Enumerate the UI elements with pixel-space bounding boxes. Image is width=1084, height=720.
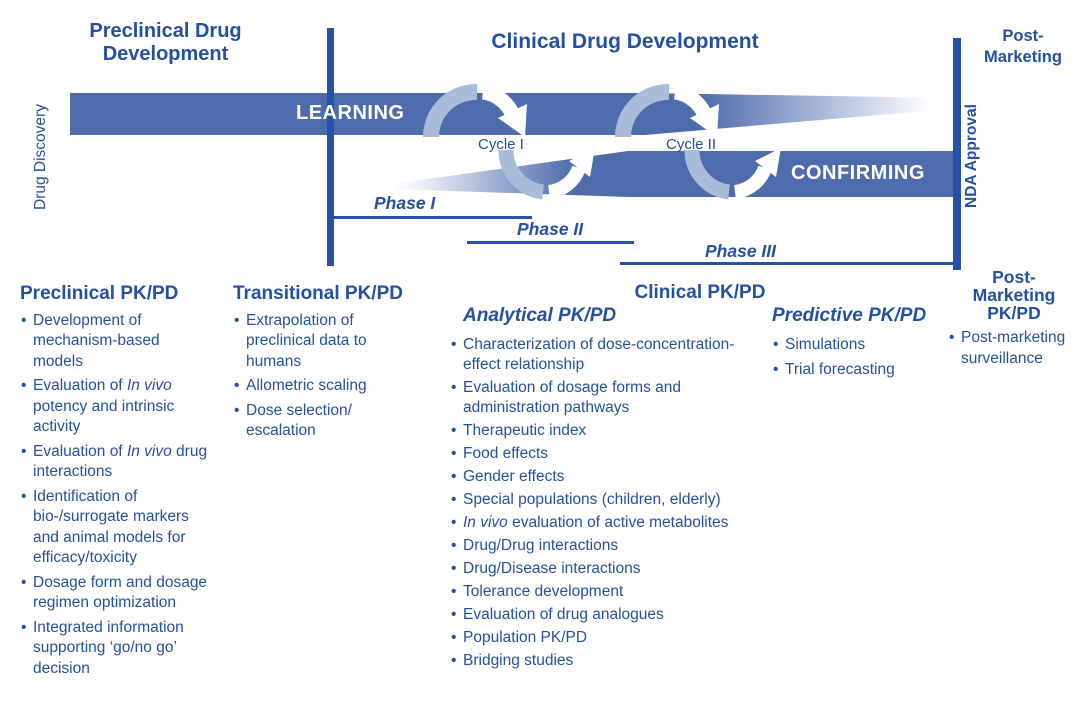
list-item: Gender effects xyxy=(450,467,750,487)
list-item: Drug/Disease interactions xyxy=(450,559,750,579)
list-item: In vivo evaluation of active metabolites xyxy=(450,513,750,533)
list-item: Integrated information supporting ‘go/no… xyxy=(20,618,212,680)
list-item: Bridging studies xyxy=(450,651,750,671)
item-text: Integrated information supporting ‘go/no… xyxy=(33,618,184,677)
item-text: Dose selection/ escalation xyxy=(246,401,352,440)
post-marketing-pkpd-title-line1: Post- xyxy=(992,267,1036,287)
list-item: Evaluation of In vivo potency and intrin… xyxy=(20,376,212,438)
post-marketing-pkpd-title-line3: PK/PD xyxy=(987,303,1041,323)
list-item: Dose selection/ escalation xyxy=(233,401,423,442)
item-text: Evaluation of drug analogues xyxy=(463,605,664,623)
learning-band-label: LEARNING xyxy=(296,102,405,124)
item-text: Bridging studies xyxy=(463,651,574,669)
item-text: Evaluation of xyxy=(33,377,127,395)
timeline-graphic xyxy=(70,28,961,270)
item-text: drug interactions xyxy=(33,442,208,481)
item-text: evaluation of active metabolites xyxy=(507,513,729,531)
preclinical-development-title: Preclinical Drug Development xyxy=(89,20,242,65)
list-item: Evaluation of drug analogues xyxy=(450,605,750,625)
preclinical-pkpd-section: Preclinical PK/PD Development of mechani… xyxy=(20,283,212,683)
post-marketing-pkpd-list: Post-marketing surveillance xyxy=(948,328,1080,369)
list-item: Tolerance development xyxy=(450,582,750,602)
list-item: Characterization of dose-concentration-e… xyxy=(450,335,750,375)
list-item: Evaluation of In vivo drug interactions xyxy=(20,442,212,483)
post-marketing-header: Post- Marketing xyxy=(966,26,1080,69)
item-text: Characterization of dose-concentration-e… xyxy=(463,335,735,373)
item-text: Evaluation of dosage forms and administr… xyxy=(463,378,681,416)
clinical-pkpd-title: Clinical PK/PD xyxy=(634,282,766,303)
post-marketing-pkpd-section: Post- Marketing PK/PD Post-marketing sur… xyxy=(948,268,1080,373)
predictive-pkpd-list: Simulations Trial forecasting xyxy=(772,335,947,381)
item-text: potency and intrinsic activity xyxy=(33,397,175,436)
item-text: Food effects xyxy=(463,444,549,462)
analytical-pkpd-title: Analytical PK/PD xyxy=(463,305,617,326)
list-item: Drug/Drug interactions xyxy=(450,536,750,556)
phase-3-line xyxy=(620,262,954,265)
list-item: Evaluation of dosage forms and administr… xyxy=(450,378,750,418)
post-marketing-header-line1: Post- xyxy=(1002,27,1044,45)
list-item: Population PK/PD xyxy=(450,628,750,648)
item-text: Drug/Disease interactions xyxy=(463,559,641,577)
list-item: Post-marketing surveillance xyxy=(948,328,1080,369)
item-text: Identification of bio-/surrogate markers… xyxy=(33,487,189,567)
list-item: Dosage form and dosage regimen optimizat… xyxy=(20,573,212,614)
clinical-development-title: Clinical Drug Development xyxy=(491,30,759,53)
list-item: Identification of bio-/surrogate markers… xyxy=(20,487,212,569)
cycle-1-label: Cycle I xyxy=(478,136,524,153)
confirming-band-label: CONFIRMING xyxy=(791,162,925,184)
preclinical-pkpd-title: Preclinical PK/PD xyxy=(20,283,179,304)
drug-discovery-label: Drug Discovery xyxy=(32,104,49,210)
phase-1-line xyxy=(334,216,532,219)
transitional-pkpd-list: Extrapolation of preclinical data to hum… xyxy=(233,311,423,442)
item-text: Tolerance development xyxy=(463,582,624,600)
post-marketing-pkpd-title-line2: Marketing xyxy=(972,285,1056,305)
item-text: Development of mechanism-based models xyxy=(33,311,160,370)
item-text: Evaluation of xyxy=(33,442,127,460)
item-text: Simulations xyxy=(785,335,866,353)
nda-approval-line xyxy=(953,38,961,270)
item-text: Post-marketing surveillance xyxy=(961,329,1066,367)
post-marketing-pkpd-title: Post- Marketing PK/PD xyxy=(948,268,1080,322)
item-text: Dosage form and dosage regimen optimizat… xyxy=(33,573,208,612)
cycle-2-label: Cycle II xyxy=(666,136,717,153)
predictive-pkpd-title: Predictive PK/PD xyxy=(772,305,927,326)
transitional-pkpd-section: Transitional PK/PD Extrapolation of prec… xyxy=(233,283,423,446)
post-marketing-header-line2: Marketing xyxy=(984,48,1062,67)
item-text: Population PK/PD xyxy=(463,628,588,646)
preclinical-pkpd-list: Development of mechanism-based models Ev… xyxy=(20,311,212,680)
item-text: Special populations (children, elderly) xyxy=(463,490,721,508)
item-text: Extrapolation of preclinical data to hum… xyxy=(246,311,367,370)
list-item: Special populations (children, elderly) xyxy=(450,490,750,510)
item-text-italic: In vivo xyxy=(126,377,172,395)
phase-2-label: Phase II xyxy=(517,219,584,239)
item-text: Drug/Drug interactions xyxy=(463,536,619,554)
item-text-italic: In vivo xyxy=(126,442,172,460)
phase-1-label: Phase I xyxy=(374,193,436,213)
list-item: Therapeutic index xyxy=(450,421,750,441)
phase-3-label: Phase III xyxy=(705,241,777,261)
phase-2-line xyxy=(467,241,634,244)
nda-approval-label: NDA Approval xyxy=(963,104,980,208)
item-text: Trial forecasting xyxy=(785,361,895,379)
list-item: Simulations xyxy=(772,335,947,356)
predictive-pkpd-section: Predictive PK/PD Simulations Trial forec… xyxy=(772,305,947,386)
list-item: Trial forecasting xyxy=(772,360,947,381)
item-text: Gender effects xyxy=(463,467,565,485)
analytical-pkpd-section: Analytical PK/PD Characterization of dos… xyxy=(450,305,750,674)
item-text: Therapeutic index xyxy=(463,421,587,439)
list-item: Extrapolation of preclinical data to hum… xyxy=(233,311,423,373)
item-text-italic: In vivo xyxy=(463,513,508,531)
preclinical-clinical-divider-line xyxy=(327,28,334,266)
list-item: Allometric scaling xyxy=(233,376,423,397)
list-item: Food effects xyxy=(450,444,750,464)
list-item: Development of mechanism-based models xyxy=(20,311,212,373)
item-text: Allometric scaling xyxy=(246,377,367,395)
transitional-pkpd-title: Transitional PK/PD xyxy=(233,283,403,304)
analytical-pkpd-list: Characterization of dose-concentration-e… xyxy=(450,335,750,671)
